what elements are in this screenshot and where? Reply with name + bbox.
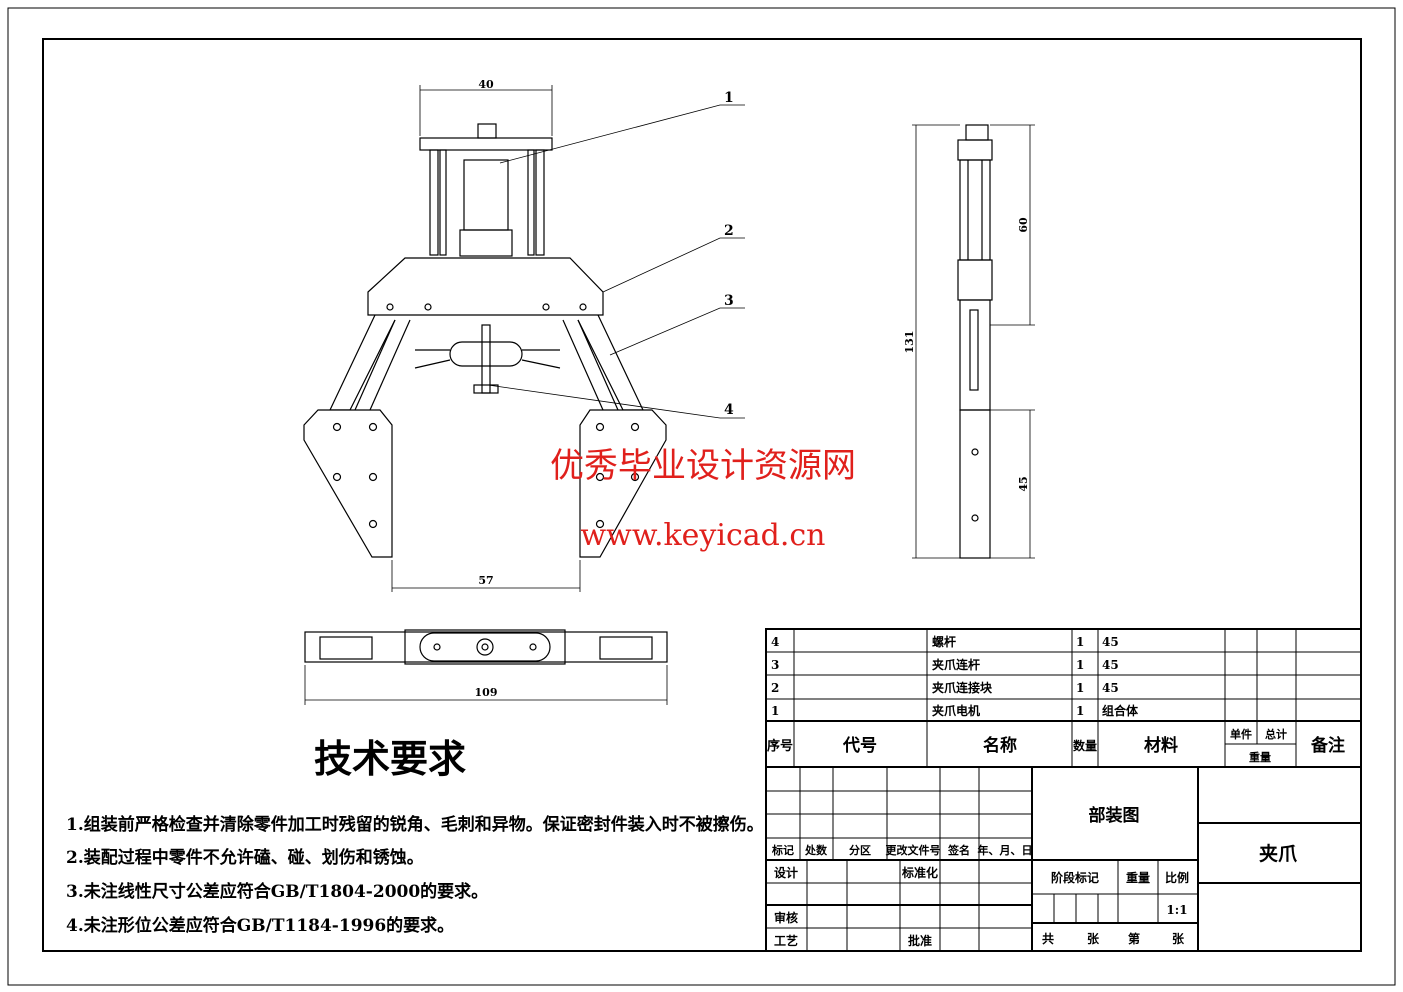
header-weight: 重量 <box>1249 750 1271 764</box>
balloon-3: 3 <box>724 293 734 309</box>
part-no: 4 <box>771 635 779 649</box>
part-qty: 1 <box>1076 635 1084 649</box>
header-total: 总计 <box>1265 727 1287 741</box>
front-view <box>303 85 745 592</box>
dim-lower-height: 45 <box>1017 476 1030 491</box>
header-code: 代号 <box>842 735 877 756</box>
header-single: 单件 <box>1230 727 1252 741</box>
approve-label: 批准 <box>908 933 932 948</box>
tech-req-item: 3.未注线性尺寸公差应符合GB/T1804-2000的要求。 <box>66 881 488 902</box>
header-no: 序号 <box>767 738 793 754</box>
dim-upper-height: 60 <box>1017 217 1030 233</box>
scale-label: 比例 <box>1165 870 1189 885</box>
process-label: 工艺 <box>774 933 798 948</box>
stage-label: 阶段标记 <box>1051 870 1099 885</box>
watermark-url: www.keyicad.cn <box>580 518 825 553</box>
drawing-name: 夹爪 <box>1259 843 1298 865</box>
part-name: 夹爪连杆 <box>932 657 980 672</box>
parts-row: 2 夹爪连接块 1 45 <box>771 680 1119 695</box>
rev-header: 签名 <box>947 843 970 857</box>
standard-label: 标准化 <box>901 865 938 880</box>
tech-req-item: 1.组装前严格检查并清除零件加工时残留的锐角、毛刺和异物。保证密封件装入时不被擦… <box>66 814 764 835</box>
top-view <box>304 629 668 705</box>
balloon-2: 2 <box>724 223 734 239</box>
part-qty: 1 <box>1076 658 1084 672</box>
title-block: 标记 处数 分区 更改文件号 签名 年、月、日 设计 标准化 审核 工艺 批准 … <box>771 805 1298 948</box>
rev-header: 更改文件号 <box>886 843 941 857</box>
parts-row: 1 夹爪电机 1 组合体 <box>771 703 1139 718</box>
rev-header: 处数 <box>804 843 828 857</box>
parts-row: 3 夹爪连杆 1 45 <box>771 657 1119 672</box>
weight-label: 重量 <box>1126 870 1150 885</box>
header-remark: 备注 <box>1310 735 1345 756</box>
dim-jaw-gap: 57 <box>478 574 493 587</box>
dim-top-width: 40 <box>478 78 494 91</box>
part-no: 1 <box>771 704 779 718</box>
part-name: 螺杆 <box>932 634 956 649</box>
part-no: 2 <box>771 681 779 695</box>
header-material: 材料 <box>1144 735 1178 756</box>
header-name: 名称 <box>983 735 1017 756</box>
part-name: 夹爪连接块 <box>932 680 993 695</box>
sheet-label: 共 <box>1042 931 1054 946</box>
rev-header: 分区 <box>849 843 871 857</box>
dim-overall-width: 109 <box>475 686 498 699</box>
parts-list: 4 螺杆 1 45 3 夹爪连杆 1 45 2 夹爪连接块 1 45 1 夹爪电… <box>767 634 1345 764</box>
part-material: 45 <box>1102 635 1119 649</box>
part-material: 组合体 <box>1102 703 1139 718</box>
part-qty: 1 <box>1076 681 1084 695</box>
scale-value: 1:1 <box>1166 903 1187 917</box>
part-material: 45 <box>1102 658 1119 672</box>
sheet-label: 张 <box>1087 931 1100 946</box>
part-qty: 1 <box>1076 704 1084 718</box>
title-block-grid <box>765 628 1362 952</box>
sheet-label: 张 <box>1172 931 1185 946</box>
rev-header: 年、月、日 <box>978 843 1033 857</box>
rev-header: 标记 <box>771 843 794 857</box>
drawing-frame <box>42 38 1362 952</box>
balloon-1: 1 <box>724 90 734 106</box>
part-material: 45 <box>1102 681 1119 695</box>
balloon-4: 4 <box>724 402 734 418</box>
part-no: 3 <box>771 658 779 672</box>
sheet-label: 第 <box>1128 931 1140 946</box>
side-view <box>912 124 1035 559</box>
outer-border <box>7 7 1396 986</box>
parts-row: 4 螺杆 1 45 <box>771 634 1119 649</box>
header-qty: 数量 <box>1073 738 1097 753</box>
tech-req-item: 2.装配过程中零件不允许磕、碰、划伤和锈蚀。 <box>66 847 424 868</box>
dim-total-height: 131 <box>903 331 916 354</box>
tech-req-title: 技术要求 <box>314 736 466 781</box>
design-label: 设计 <box>774 865 798 880</box>
drawing-type: 部装图 <box>1089 805 1140 826</box>
review-label: 审核 <box>774 910 798 925</box>
tech-req-item: 4.未注形位公差应符合GB/T1184-1996的要求。 <box>66 915 454 936</box>
watermark-title: 优秀毕业设计资源网 <box>550 446 856 486</box>
part-name: 夹爪电机 <box>932 703 980 718</box>
